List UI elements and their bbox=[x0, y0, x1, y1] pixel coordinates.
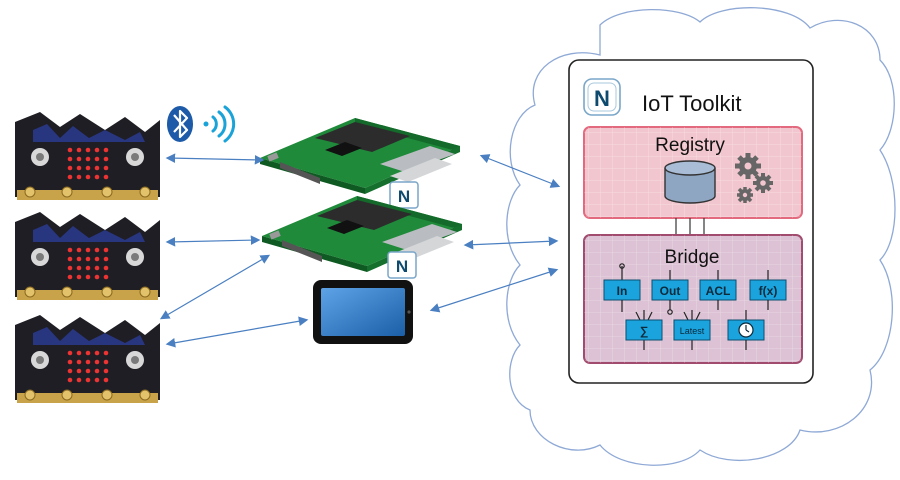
block-timer bbox=[727, 310, 765, 350]
registry-panel: Registry bbox=[583, 126, 803, 219]
block-out-label: Out bbox=[660, 284, 681, 298]
connection-arrows bbox=[159, 153, 561, 348]
database-icon bbox=[664, 160, 716, 204]
block-latest-label: Latest bbox=[680, 326, 705, 336]
wireless-signal-icon bbox=[203, 105, 236, 143]
gateway-1-logo: N bbox=[398, 187, 410, 206]
microbit-device-2 bbox=[14, 211, 161, 301]
bluetooth-icon bbox=[167, 106, 193, 142]
raspberry-pi-gateway-1: N bbox=[260, 118, 460, 209]
registry-bridge-connectors bbox=[675, 218, 705, 235]
block-acl-label: ACL bbox=[706, 284, 731, 298]
block-fx-label: f(x) bbox=[759, 284, 778, 298]
raspberry-pi-gateway-2: N bbox=[262, 196, 462, 279]
microbit-device-3 bbox=[14, 314, 161, 404]
bridge-title: Bridge bbox=[665, 247, 720, 268]
block-latest: Latest bbox=[673, 310, 711, 350]
clock-icon bbox=[738, 322, 754, 338]
block-out: Out bbox=[651, 270, 689, 315]
toolkit-title: IoT Toolkit bbox=[642, 91, 741, 116]
block-in-label: In bbox=[617, 284, 628, 298]
block-sum: ∑ bbox=[625, 310, 663, 350]
block-in: In bbox=[603, 263, 641, 312]
bridge-panel: Bridge In Out ACL f(x) bbox=[583, 234, 803, 364]
tablet-device bbox=[313, 280, 413, 344]
toolkit-logo: N bbox=[583, 78, 621, 116]
block-fx: f(x) bbox=[749, 270, 787, 310]
toolkit-logo-letter: N bbox=[594, 86, 610, 111]
block-acl: ACL bbox=[699, 270, 737, 310]
microbit-device-1 bbox=[14, 111, 161, 201]
gateway-2-logo: N bbox=[396, 257, 408, 276]
gear-icon bbox=[735, 153, 773, 203]
block-sum-label: ∑ bbox=[640, 324, 649, 338]
registry-title: Registry bbox=[655, 135, 725, 156]
